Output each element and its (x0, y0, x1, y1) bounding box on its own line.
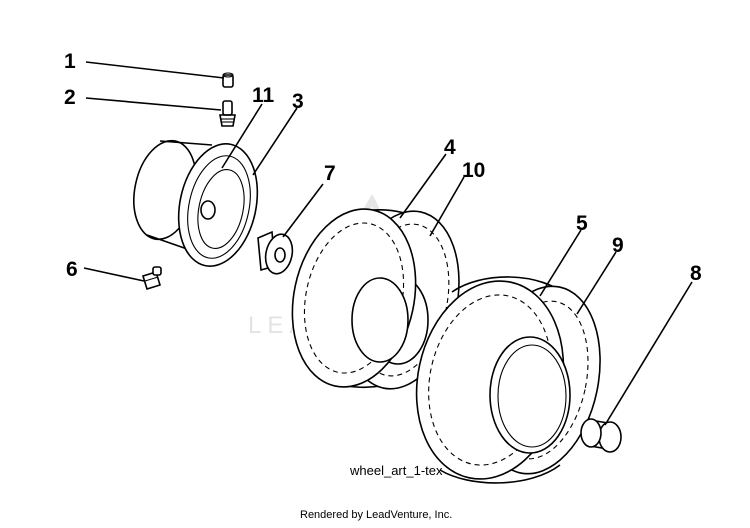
callout-6: 6 (66, 258, 78, 281)
callout-11: 11 (252, 84, 275, 107)
callout-4: 4 (444, 136, 456, 159)
callout-3: 3 (292, 90, 304, 113)
callout-8: 8 (690, 262, 702, 285)
part-rear-tire (415, 276, 601, 484)
leader-lines (83, 61, 693, 426)
callout-7: 7 (324, 162, 336, 185)
part-rim (133, 139, 259, 267)
part-bushing (257, 230, 294, 275)
part-grease-fitting (142, 266, 162, 290)
part-valve-stem (219, 100, 236, 127)
part-cap (222, 72, 234, 88)
footer-credit: Rendered by LeadVenture, Inc. (300, 509, 452, 521)
part-front-tire (291, 208, 460, 390)
part-hub-cap (580, 418, 622, 453)
callout-1: 1 (64, 50, 76, 73)
callouts: 1 2 11 3 7 4 10 6 5 9 8 (64, 50, 702, 285)
art-label: wheel_art_1-tex (349, 463, 443, 478)
callout-2: 2 (64, 86, 76, 109)
callout-5: 5 (576, 212, 588, 235)
callout-9: 9 (612, 234, 624, 257)
callout-10: 10 (462, 159, 485, 182)
